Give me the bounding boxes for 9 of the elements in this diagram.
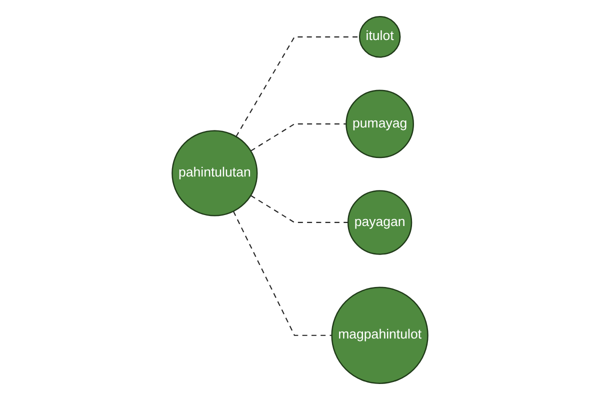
connector — [250, 195, 348, 223]
node-circle: itulot — [358, 16, 401, 58]
connector — [236, 36, 360, 137]
node-circle: magpahintulot — [331, 286, 428, 384]
connector — [250, 123, 346, 152]
connector — [232, 211, 332, 336]
node-circle: payagan — [347, 190, 412, 255]
node-circle: pahintulutan — [172, 130, 258, 216]
node-circle: pumayag — [346, 90, 414, 158]
